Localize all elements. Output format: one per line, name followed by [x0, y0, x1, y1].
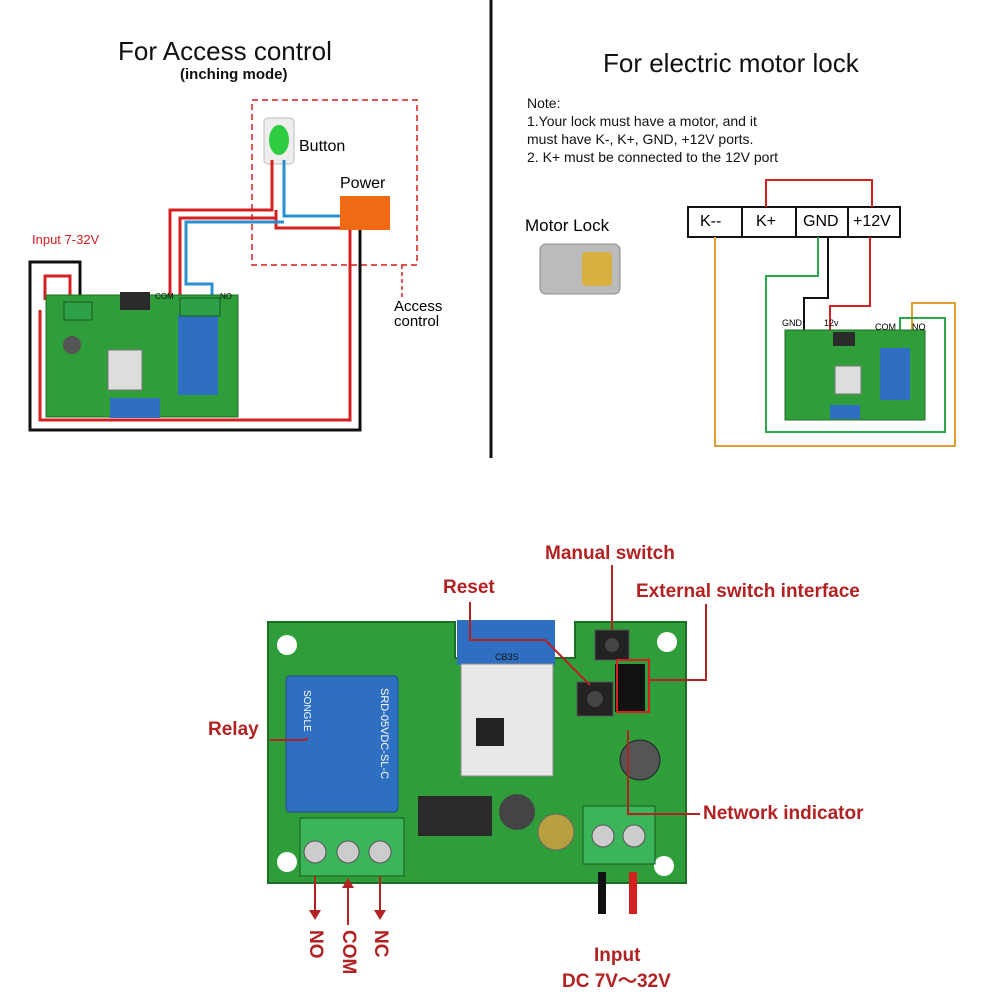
wire-red-input [43, 274, 72, 300]
power-block [340, 196, 390, 230]
antenna-small [110, 398, 160, 418]
note-line-2: 2. K+ must be connected to the 12V port [527, 149, 778, 165]
left-no-label: NO [220, 292, 232, 301]
board-closeup-panel [267, 565, 707, 925]
access-control-title: For Access control [118, 36, 332, 66]
capacitor-small-gold [537, 813, 575, 851]
pcb-antenna [457, 620, 555, 665]
mount-hole-3 [277, 852, 297, 872]
board-com-label: COM [875, 322, 896, 332]
external-switch-header [615, 664, 645, 712]
pointer-reset [469, 602, 591, 686]
access-control-subtitle: (inching mode) [180, 66, 288, 83]
wifi-module-small [107, 349, 143, 391]
access-label-2: control [394, 313, 440, 330]
mount-hole-4 [654, 856, 674, 876]
input-voltage-label: Input 7-32V [32, 232, 100, 247]
button-green-cap [269, 125, 289, 155]
terminal-k-minus: K-- [700, 213, 722, 230]
network-indicator-label: Network indicator [703, 803, 864, 824]
input-wire-red [629, 872, 637, 914]
left-com-label: COM [155, 292, 174, 301]
pointer-external-switch [650, 604, 707, 681]
wifi-module-right [834, 365, 862, 395]
reset-label: Reset [443, 577, 495, 598]
wire-gnd-black [803, 237, 829, 338]
motor-lock-panel [539, 179, 956, 447]
inductor [499, 794, 535, 830]
rf-receiver-module [418, 796, 492, 836]
manual-switch-label: Manual switch [545, 543, 675, 564]
input-label: Input [594, 945, 641, 966]
access-control-box [251, 99, 418, 266]
output-no-label: NO [305, 930, 326, 959]
relay-right [880, 348, 910, 400]
power-label: Power [340, 175, 386, 192]
note-line-1b: must have K-, K+, GND, +12V ports. [527, 131, 754, 147]
wire-blue-2 [184, 220, 284, 295]
capacitor-large [619, 739, 661, 781]
wire-blue-1 [282, 160, 340, 218]
note-title: Note: [527, 95, 561, 111]
access-control-panel [28, 99, 418, 432]
board-12v-label: 12v [824, 318, 839, 328]
wire-red-2 [274, 210, 340, 230]
relay-brand-text: SONGLE [301, 690, 312, 732]
relay-large [285, 675, 399, 813]
pointer-network-indicator [627, 730, 700, 815]
relay-label: Relay [208, 719, 259, 740]
board-gnd-label: GND [782, 318, 802, 328]
input-voltage-range: DC 7V～32V [562, 971, 671, 992]
wire-red-3 [178, 216, 276, 295]
relay-small [178, 315, 218, 395]
access-label-1: Access [394, 298, 443, 315]
wire-k-plus-12v [765, 179, 873, 207]
wire-k-minus [714, 237, 956, 447]
external-switch-highlight [616, 659, 650, 713]
input-wire-black [598, 872, 606, 914]
output-com-label: COM [338, 930, 359, 975]
motor-lock-title: For electric motor lock [603, 48, 859, 78]
terminal-k-plus: K+ [756, 213, 777, 230]
wire-red-1 [168, 160, 274, 295]
pointer-relay [270, 737, 309, 741]
lock-terminal-strip [687, 206, 901, 238]
terminal-12v: +12V [853, 213, 891, 230]
button-label: Button [299, 138, 346, 155]
relay-model-text: SRD-05VDC-SL-C [378, 688, 390, 780]
mount-hole-2 [657, 632, 677, 652]
module-label: CB3S [495, 652, 519, 662]
terminal-block-small [179, 297, 221, 317]
motor-lock-label: Motor Lock [525, 216, 610, 235]
terminal-gnd: GND [803, 213, 839, 230]
input-terminal-small [63, 301, 93, 321]
rf-module-right [833, 332, 855, 346]
antenna-right [830, 405, 860, 419]
wire-gnd-green [765, 237, 946, 433]
wire-red-power [38, 230, 352, 422]
qr-code [476, 718, 504, 746]
wire-12v-red [829, 237, 871, 338]
board-no-label: NO [912, 322, 926, 332]
motor-lock-cylinder [582, 252, 612, 286]
capacitor-small [63, 336, 81, 354]
rf-module-small [120, 292, 150, 310]
wire-black-power [28, 230, 362, 432]
external-switch-label: External switch interface [636, 581, 860, 602]
note-line-1a: 1.Your lock must have a motor, and it [527, 113, 757, 129]
output-nc-label: NC [370, 930, 391, 958]
mount-hole-1 [277, 635, 297, 655]
wifi-module-cb3s [460, 663, 554, 777]
